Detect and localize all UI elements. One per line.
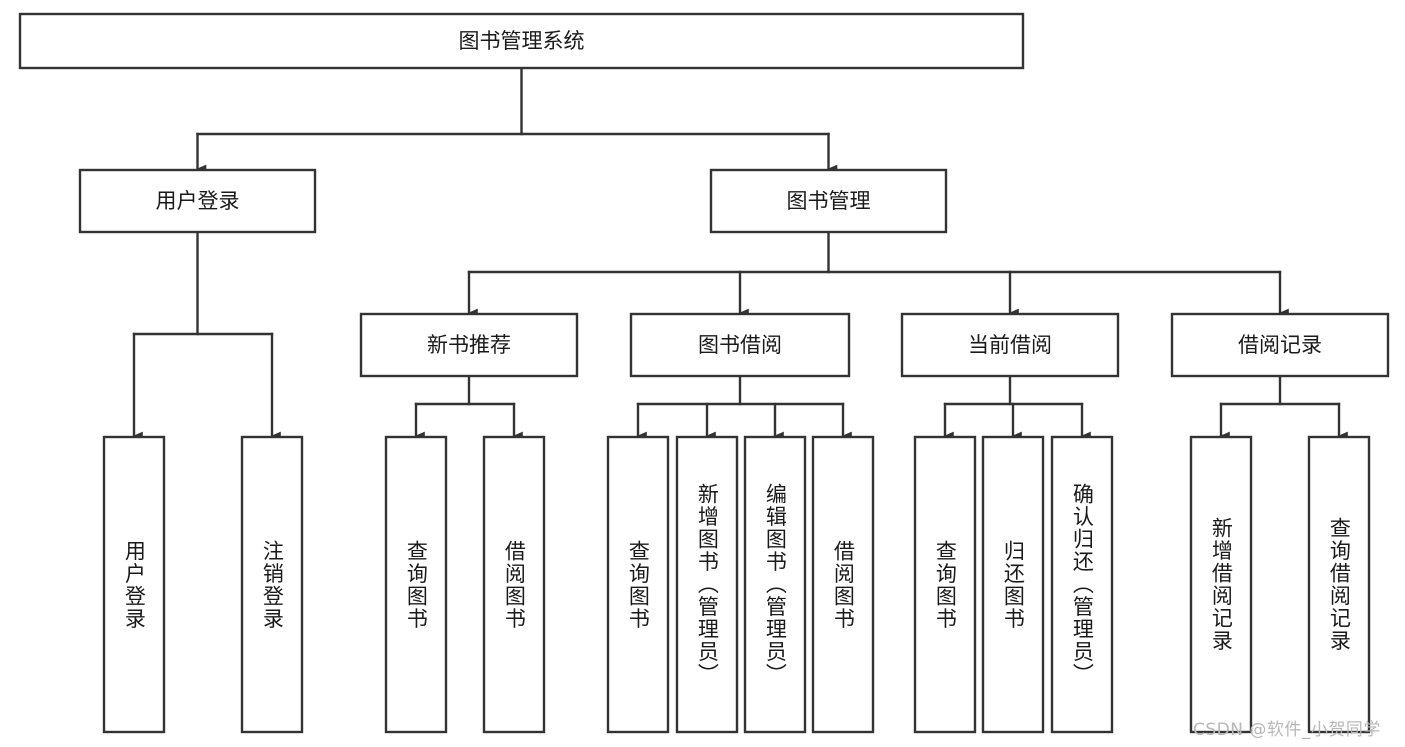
node-label-root: 图书管理系统 [459, 29, 585, 53]
connectors-layer [132, 66, 1348, 441]
node-box-root[interactable] [18, 12, 1025, 70]
node-box-leaf-return-book[interactable] [981, 435, 1045, 734]
node-box-leaf-query-record[interactable] [1307, 435, 1371, 734]
node-box-leaf-query-book-cur[interactable] [913, 435, 977, 734]
node-box-borrow-record[interactable] [1170, 312, 1390, 378]
node-box-leaf-user-login[interactable] [102, 435, 166, 734]
node-label-borrow-record: 借阅记录 [1238, 333, 1322, 357]
node-box-leaf-add-record[interactable] [1189, 435, 1253, 734]
node-box-leaf-query-book-borrow[interactable] [606, 435, 670, 734]
node-box-leaf-borrow-book[interactable] [811, 435, 875, 734]
node-box-current-borrow[interactable] [900, 312, 1120, 378]
node-label-book-manage: 图书管理 [787, 189, 871, 213]
node-box-user-login[interactable] [78, 168, 317, 234]
node-box-new-book-recommend[interactable] [359, 312, 579, 378]
node-box-leaf-borrow-book-rec[interactable] [482, 435, 546, 734]
node-box-leaf-edit-book[interactable] [743, 435, 807, 734]
node-label-new-book-recommend: 新书推荐 [427, 333, 511, 357]
node-box-leaf-add-book[interactable] [675, 435, 739, 734]
node-box-leaf-confirm-return[interactable] [1050, 435, 1114, 734]
node-box-book-borrow[interactable] [629, 312, 851, 378]
node-box-leaf-logout[interactable] [240, 435, 304, 734]
node-box-book-manage[interactable] [709, 168, 948, 234]
node-label-book-borrow: 图书借阅 [698, 333, 782, 357]
node-label-current-borrow: 当前借阅 [968, 333, 1052, 357]
csdn-watermark: CSDN @软件_小贺同学 [1193, 720, 1381, 740]
node-box-leaf-query-book-rec[interactable] [384, 435, 448, 734]
node-label-user-login: 用户登录 [156, 189, 240, 213]
node-boxes-layer [18, 12, 1390, 734]
